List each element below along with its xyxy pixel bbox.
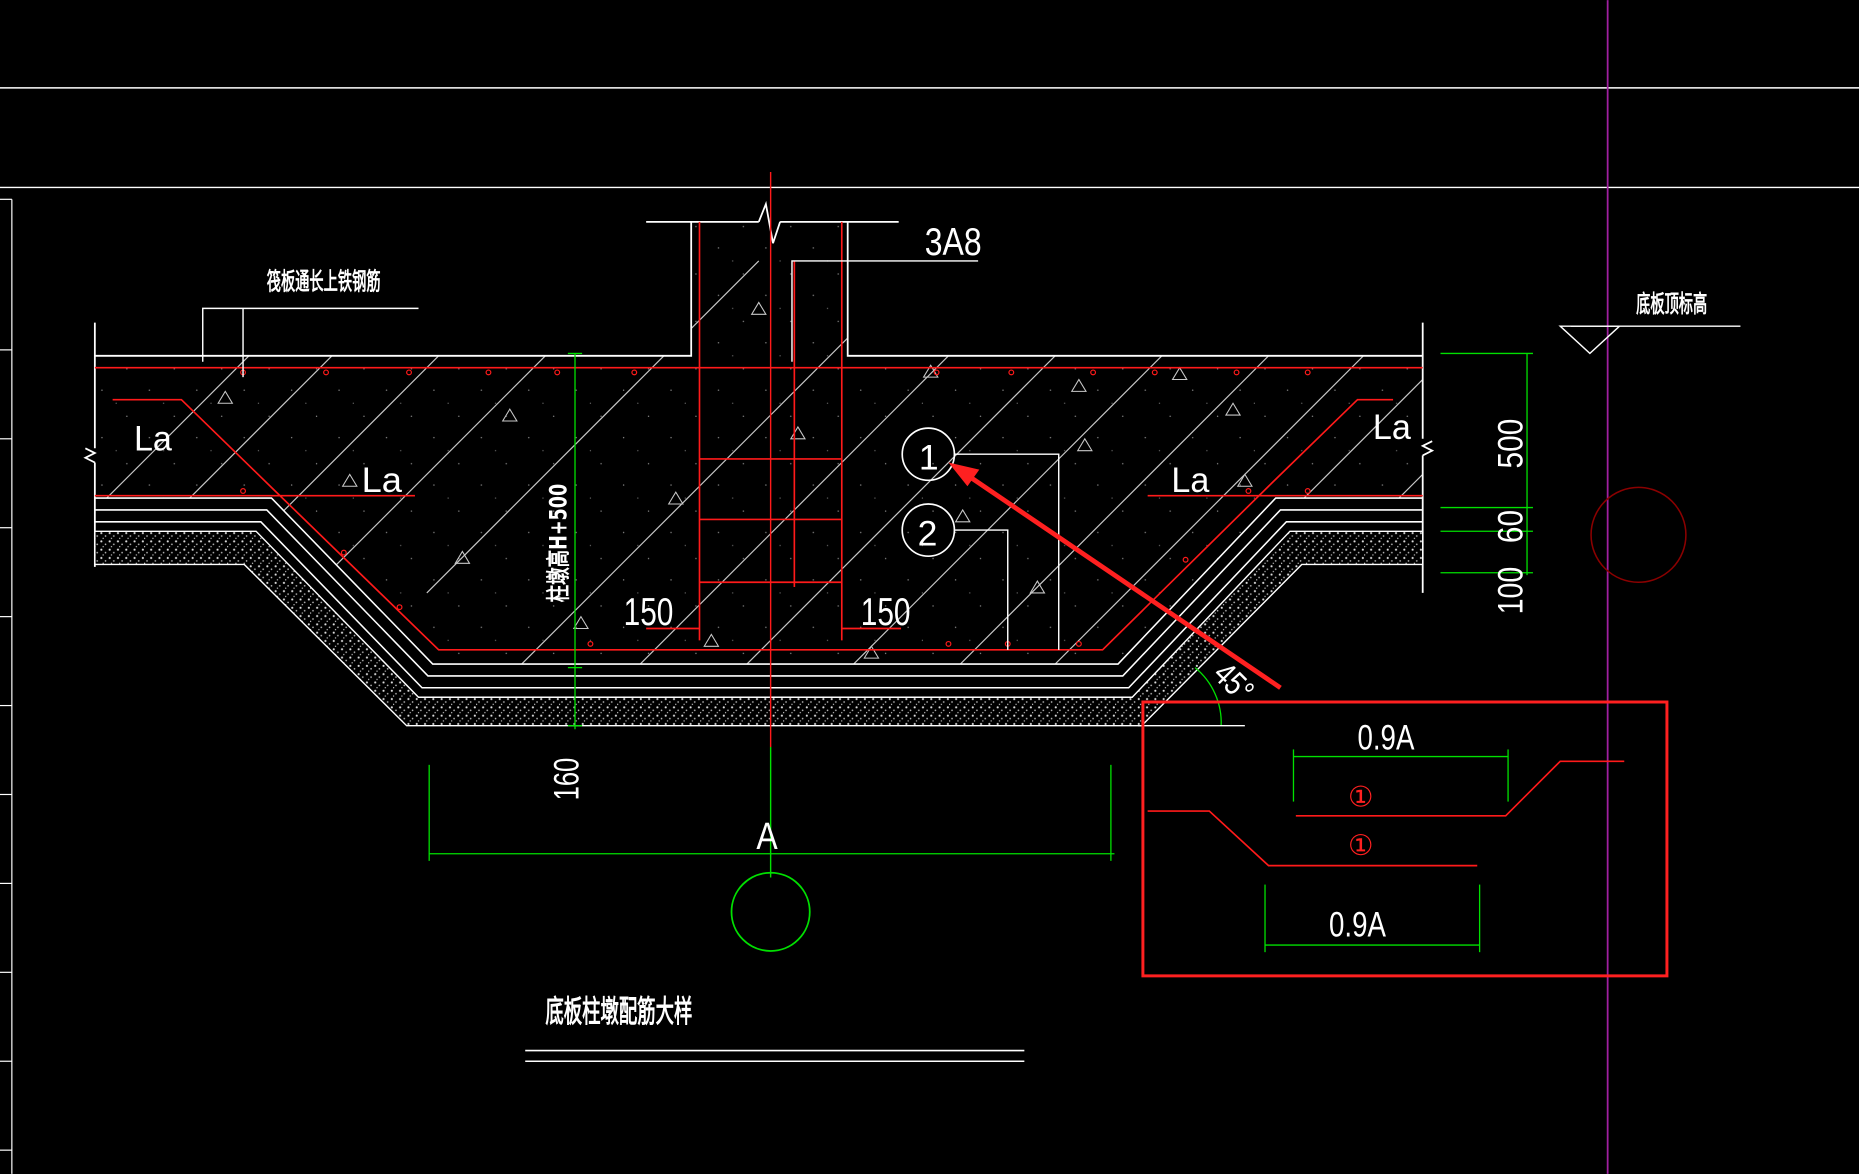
note-top-left: 筏板通长上铁钢筋	[267, 267, 381, 295]
aggregate-triangles	[217, 301, 1253, 659]
anchor-label-right: La	[1373, 407, 1411, 447]
dim-150-left: 150	[624, 591, 674, 634]
callout-circle-1	[901, 427, 956, 482]
detail-dim-bottom: 0.9A	[1329, 905, 1386, 945]
callout-circle-2	[901, 503, 956, 558]
detail-mark-2: ①	[1348, 829, 1374, 862]
red-arrow	[948, 462, 1282, 690]
anchor-label-mid-left: La	[362, 460, 403, 500]
note-top-right: 底板顶标高	[1636, 290, 1707, 318]
dim-150-right: 150	[861, 591, 911, 634]
callout-text-2: 2	[918, 514, 938, 554]
detail-mark-1: ①	[1348, 780, 1374, 813]
dim-100: 100	[1490, 567, 1530, 614]
gravel-cushion	[94, 530, 1424, 727]
detail-dim-top: 0.9A	[1357, 717, 1414, 757]
dim-160: 160	[547, 758, 587, 801]
highlight-box	[1141, 700, 1669, 978]
drawing-title: 底板柱墩配筋大样	[545, 994, 692, 1030]
rebar-label-3a8: 3A8	[925, 221, 982, 264]
height-label: 柱墩高H+500	[545, 484, 573, 603]
detail-box-content	[1147, 749, 1625, 953]
anchor-label-left: La	[134, 419, 172, 459]
anchor-label-mid-right: La	[1171, 460, 1209, 500]
dim-a: A	[756, 816, 778, 858]
callout-circles	[901, 427, 956, 558]
dim-60: 60	[1490, 510, 1530, 543]
drawing-text: 筏板通长上铁钢筋 底板顶标高 3A8 La La La La 150 150 柱…	[134, 221, 1707, 1030]
axis-bubble	[730, 871, 811, 952]
dimension-lines	[428, 352, 1533, 861]
leaders	[202, 260, 1741, 650]
dark-red-circle	[1590, 486, 1687, 584]
title-underline	[525, 1049, 1025, 1063]
dim-500: 500	[1490, 419, 1530, 469]
callout-text-1: 1	[919, 438, 939, 478]
rebar-layout	[94, 221, 1423, 651]
left-border-ticks	[0, 198, 12, 1151]
waterproof-layers	[94, 497, 1423, 689]
slab-outline	[83, 200, 1435, 593]
